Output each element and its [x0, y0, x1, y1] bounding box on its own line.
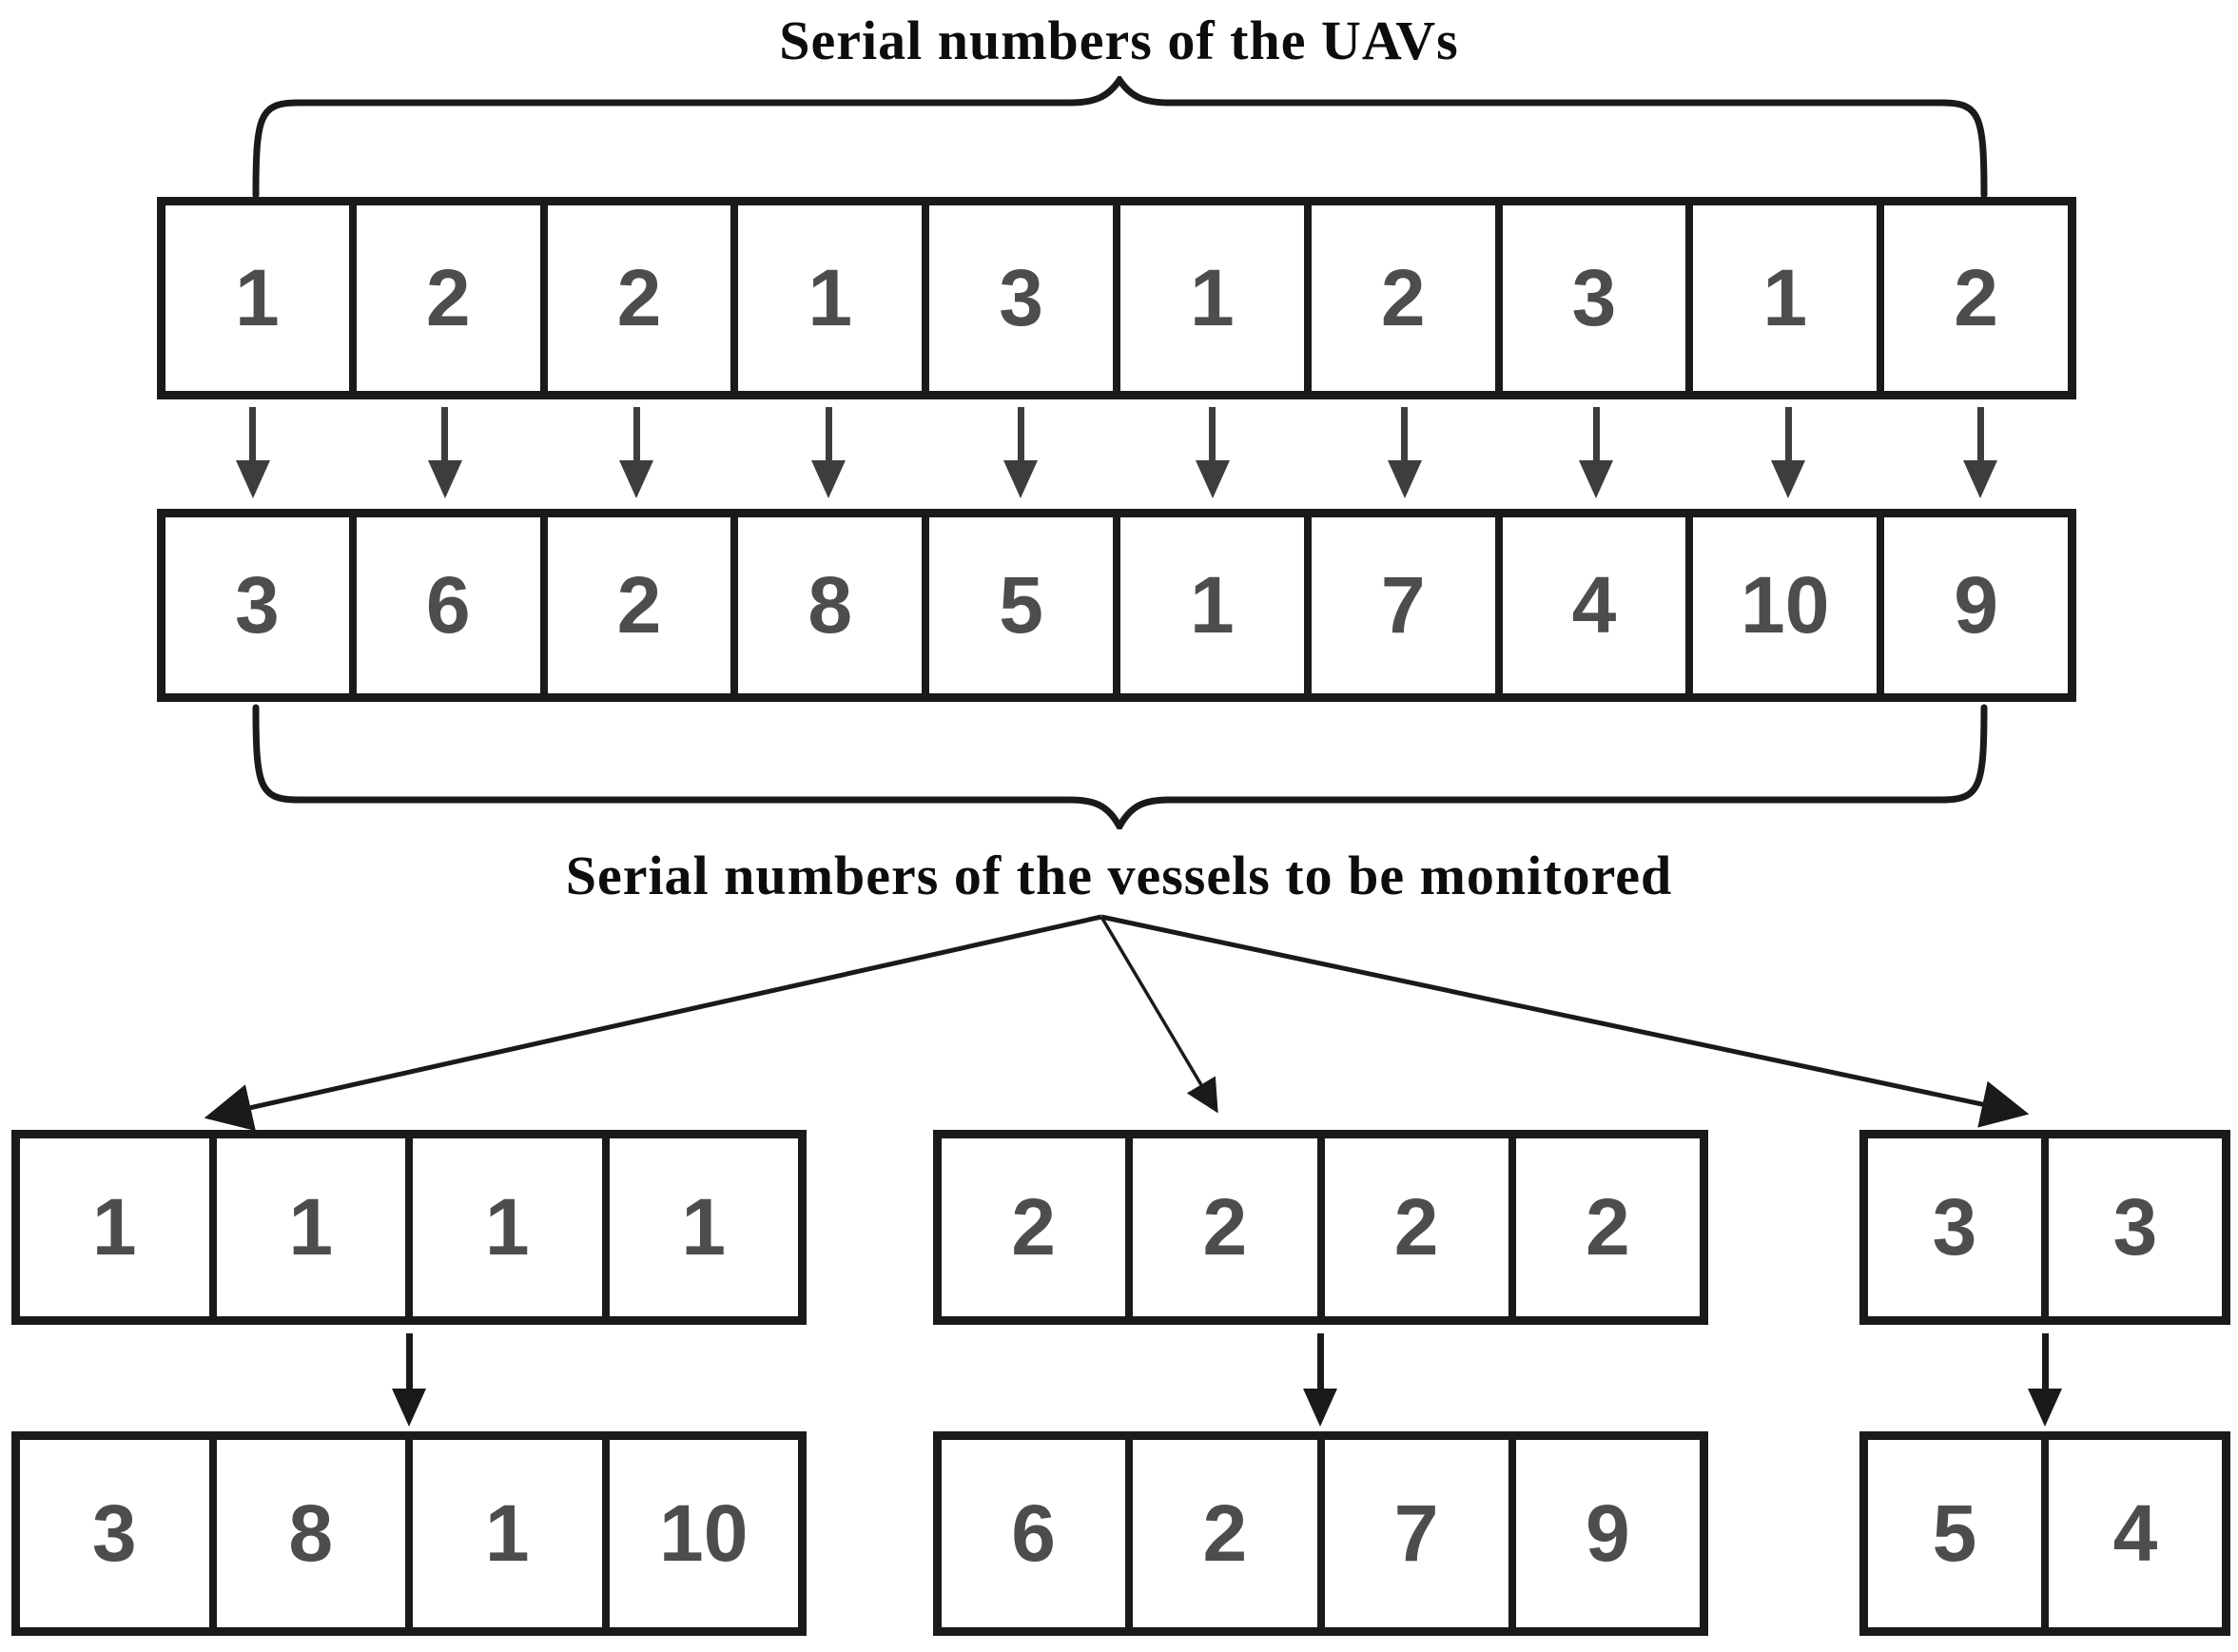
- group3-uav-cell: 3: [1864, 1135, 2045, 1320]
- uav-to-vessel-arrows: [157, 407, 2076, 498]
- fan-arrow-mid: [1100, 916, 1218, 1114]
- group1-vessel-cell: 8: [212, 1436, 409, 1631]
- uav-cell: 3: [1498, 202, 1690, 395]
- group1-down-arrow-icon: [392, 1333, 426, 1427]
- group2-uav-cell: 2: [1511, 1135, 1703, 1320]
- group1-vessel-cell: 1: [409, 1436, 606, 1631]
- uav-row-title: Serial numbers of the UAVs: [779, 10, 1459, 71]
- group2-down-arrow-icon: [1303, 1333, 1337, 1427]
- group1-uav-cell: 1: [409, 1135, 606, 1320]
- vessel-cell: 3: [162, 514, 353, 697]
- group1-uav-cell: 1: [605, 1135, 802, 1320]
- down-arrow-icon: [235, 407, 270, 498]
- down-arrow-icon: [1195, 407, 1230, 498]
- group2-vessel-cell: 9: [1511, 1436, 1703, 1631]
- vessel-row-title: Serial numbers of the vessels to be moni…: [565, 845, 1673, 906]
- vessel-cell: 8: [734, 514, 926, 697]
- uav-cell: 2: [543, 202, 735, 395]
- uav-cell: 1: [734, 202, 926, 395]
- bottom-brace: [252, 704, 1988, 829]
- vessel-cell: 7: [1307, 514, 1499, 697]
- vessel-cell: 1: [1116, 514, 1308, 697]
- uav-cell: 2: [352, 202, 544, 395]
- group3-vessel-row: 5 4: [1859, 1431, 2230, 1636]
- uav-serials-row: 1 2 2 1 3 1 2 3 1 2: [157, 197, 2076, 399]
- group1-vessel-cell: 3: [16, 1436, 213, 1631]
- uav-cell: 1: [162, 202, 353, 395]
- vessel-serials-row: 3 6 2 8 5 1 7 4 10 9: [157, 509, 2076, 702]
- group2-uav-cell: 2: [938, 1135, 1130, 1320]
- group2-vessel-cell: 7: [1320, 1436, 1512, 1631]
- down-arrow-icon: [1579, 407, 1614, 498]
- group2-vessel-row: 6 2 7 9: [933, 1431, 1708, 1636]
- vessel-cell: 6: [352, 514, 544, 697]
- down-arrow-icon: [427, 407, 462, 498]
- down-arrow-icon: [1963, 407, 1998, 498]
- group3-vessel-cell: 5: [1864, 1436, 2045, 1631]
- group1-uav-cell: 1: [212, 1135, 409, 1320]
- vessel-cell: 4: [1498, 514, 1690, 697]
- vessel-cell: 9: [1880, 514, 2072, 697]
- down-arrow-icon: [1771, 407, 1806, 498]
- uav-cell: 3: [925, 202, 1117, 395]
- group2-vessel-cell: 6: [938, 1436, 1130, 1631]
- down-arrow-icon: [1003, 407, 1039, 498]
- group2-vessel-cell: 2: [1129, 1436, 1321, 1631]
- group3-uav-cell: 3: [2045, 1135, 2226, 1320]
- uav-cell: 1: [1689, 202, 1881, 395]
- group2-uav-cell: 2: [1129, 1135, 1321, 1320]
- down-arrow-icon: [811, 407, 847, 498]
- vessel-cell: 5: [925, 514, 1117, 697]
- group1-uav-cell: 1: [16, 1135, 213, 1320]
- fan-arrow-left: [204, 914, 1102, 1132]
- vessel-cell: 2: [543, 514, 735, 697]
- group3-uav-row: 3 3: [1859, 1130, 2230, 1325]
- group3-down-arrow-icon: [2028, 1333, 2062, 1427]
- group1-uav-row: 1 1 1 1: [11, 1130, 807, 1325]
- uav-cell: 1: [1116, 202, 1308, 395]
- group3-vessel-cell: 4: [2045, 1436, 2226, 1631]
- down-arrow-icon: [619, 407, 654, 498]
- vessel-cell: 10: [1689, 514, 1881, 697]
- group1-vessel-row: 3 8 1 10: [11, 1431, 807, 1636]
- group2-uav-row: 2 2 2 2: [933, 1130, 1708, 1325]
- group1-vessel-cell: 10: [605, 1436, 802, 1631]
- fan-arrows: [204, 914, 2030, 1132]
- down-arrow-icon: [1387, 407, 1422, 498]
- uav-cell: 2: [1307, 202, 1499, 395]
- top-brace: [252, 76, 1988, 198]
- group2-uav-cell: 2: [1320, 1135, 1512, 1320]
- fan-arrow-right: [1100, 914, 2030, 1128]
- uav-cell: 2: [1880, 202, 2072, 395]
